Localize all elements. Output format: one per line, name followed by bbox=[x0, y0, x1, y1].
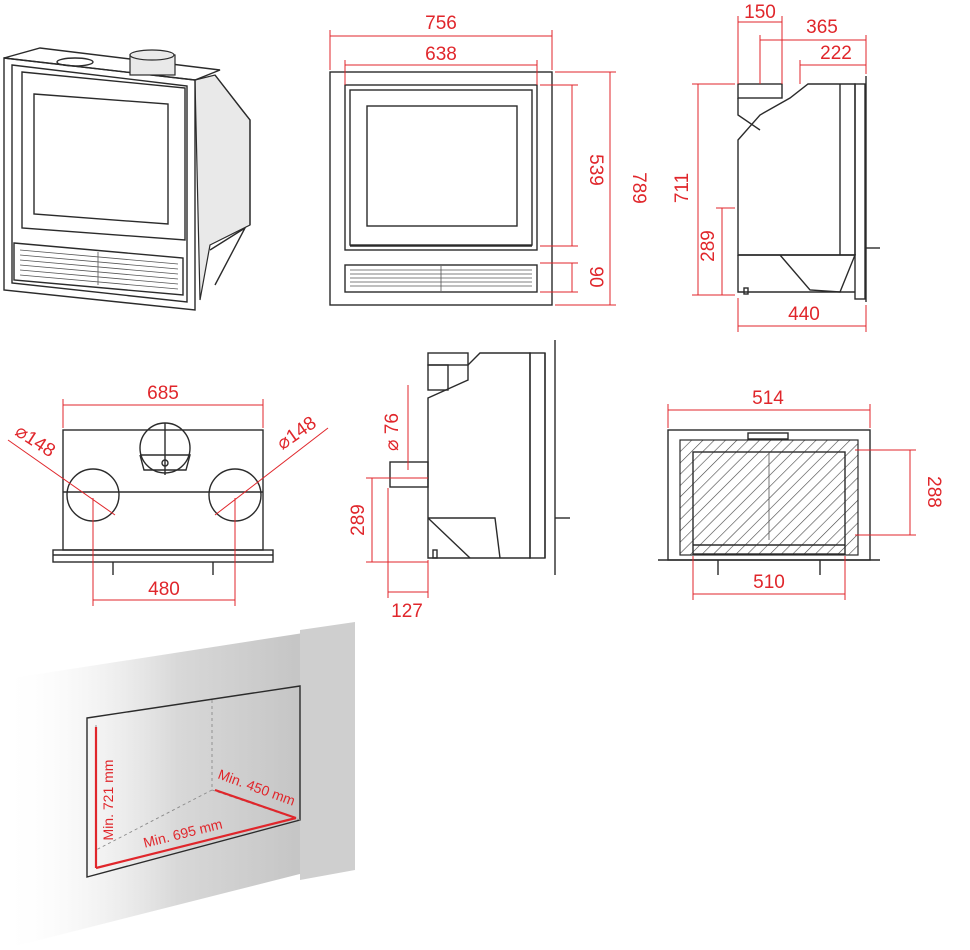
dim-plan-width-514: 514 bbox=[752, 388, 784, 409]
dim-front-grille-height: 90 bbox=[585, 266, 606, 287]
dim-front-width-outer: 756 bbox=[425, 13, 457, 34]
dim-top-spacing-480: 480 bbox=[148, 579, 180, 600]
niche-illustration: Min. 721 mm Min. 695 mm Min. 450 mm bbox=[0, 622, 355, 950]
dim-section-offset-127: 127 bbox=[391, 601, 423, 622]
dim-side-height-289: 289 bbox=[698, 230, 719, 262]
top-view: 685 ⌀148 ⌀148 480 bbox=[7, 383, 329, 606]
plan-view: 514 510 288 bbox=[658, 388, 944, 600]
perspective-view bbox=[3, 47, 251, 311]
dim-top-width-685: 685 bbox=[147, 383, 179, 404]
side-view: 150 365 222 711 289 440 bbox=[672, 2, 880, 332]
front-view: 756 638 789 539 90 bbox=[329, 13, 649, 306]
dim-top-dia-right: ⌀148 bbox=[273, 413, 320, 455]
dim-section-dia-76: ⌀ 76 bbox=[382, 413, 403, 451]
dim-side-top-365: 365 bbox=[806, 17, 838, 38]
niche-min-height: Min. 721 mm bbox=[100, 760, 116, 841]
section-view: ⌀ 76 289 127 bbox=[348, 340, 570, 622]
dim-section-height-289: 289 bbox=[348, 504, 369, 536]
dim-front-height-total: 789 bbox=[628, 172, 649, 204]
dim-side-top-flue: 150 bbox=[744, 2, 776, 23]
dim-front-height-glass: 539 bbox=[585, 154, 606, 186]
dim-plan-width-510: 510 bbox=[753, 572, 785, 593]
dim-plan-depth-288: 288 bbox=[923, 476, 944, 508]
dim-top-dia-left: ⌀148 bbox=[11, 421, 59, 462]
dim-side-depth-440: 440 bbox=[788, 304, 820, 325]
dim-front-width-inner: 638 bbox=[425, 44, 457, 65]
dim-side-height-711: 711 bbox=[672, 173, 693, 203]
dim-side-top-222: 222 bbox=[820, 43, 852, 64]
